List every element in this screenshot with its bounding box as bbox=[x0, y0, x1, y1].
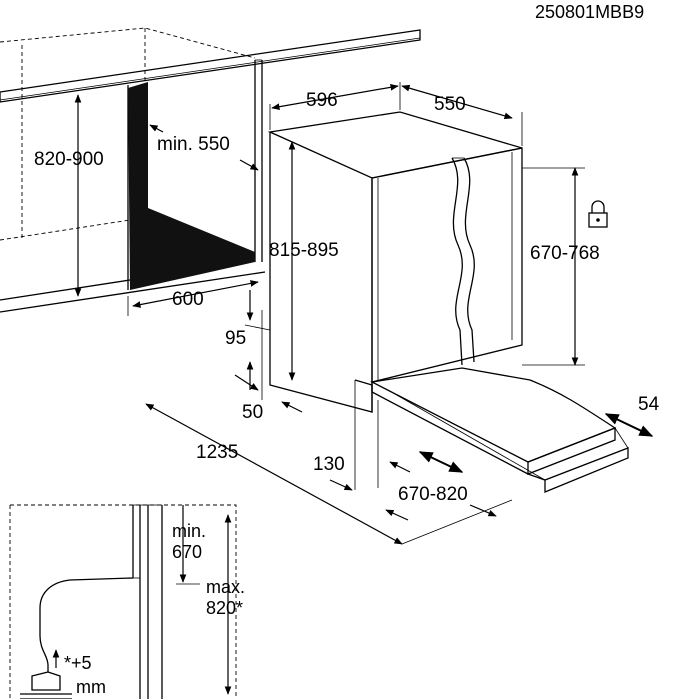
depth-label: 550 bbox=[434, 94, 466, 115]
plinth-height-label: 95 bbox=[225, 328, 246, 349]
door-clearance-label: 130 bbox=[313, 454, 345, 475]
detail-view bbox=[9, 504, 237, 699]
door-slide-arrow bbox=[418, 451, 464, 473]
total-depth-label: 1235 bbox=[196, 442, 238, 463]
width-dimension bbox=[271, 83, 399, 111]
min-depth-label: min. 550 bbox=[157, 134, 230, 155]
detail-note-label-2: mm bbox=[76, 677, 106, 697]
cabinet-height-label: 820-900 bbox=[34, 149, 104, 170]
niche-depth-label: 600 bbox=[172, 289, 204, 310]
total-depth-dimension bbox=[145, 403, 403, 545]
door-clearance-arrow bbox=[329, 479, 353, 491]
plinth-setback-label: 50 bbox=[242, 402, 263, 423]
depth-dimension bbox=[401, 84, 513, 120]
height-label: 815-895 bbox=[269, 240, 339, 261]
padlock-icon bbox=[588, 200, 608, 228]
door-adjust-arrow bbox=[389, 461, 411, 473]
open-door bbox=[369, 367, 629, 493]
min-depth-arrow bbox=[149, 124, 164, 133]
detail-max-label-2: 820* bbox=[206, 598, 243, 618]
diagram-code: 250801MBB9 bbox=[535, 2, 644, 22]
niche-side-wall bbox=[128, 82, 255, 290]
niche-depth-dimension bbox=[132, 280, 259, 308]
door-adjust-label: 670-820 bbox=[398, 484, 468, 505]
door-travel-arrow bbox=[604, 413, 654, 437]
panel-height-label: 670-768 bbox=[530, 243, 600, 264]
detail-min-label-2: 670 bbox=[172, 542, 202, 562]
door-travel-label: 54 bbox=[638, 394, 660, 415]
dishwasher-body bbox=[267, 111, 523, 413]
width-label: 596 bbox=[306, 90, 338, 111]
plinth-setback-arrow bbox=[234, 374, 259, 391]
detail-max-label-1: max. bbox=[206, 577, 245, 597]
detail-min-label-1: min. bbox=[172, 521, 206, 541]
detail-note-label-1: *+5 bbox=[64, 653, 92, 673]
